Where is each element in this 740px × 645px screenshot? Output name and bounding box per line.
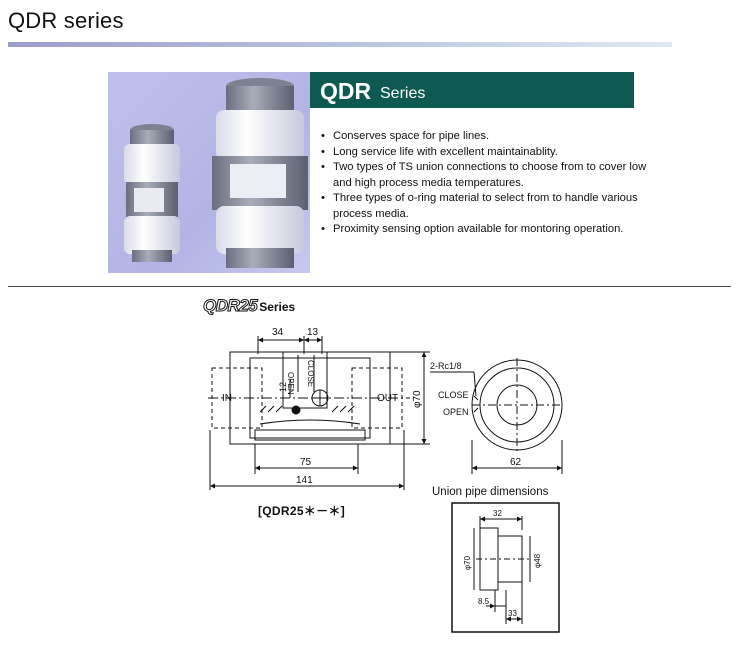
dim-34: 34 (272, 327, 284, 338)
side-close-label: CLOSE (438, 390, 469, 400)
feature-item: Two types of TS union connections to cho… (321, 160, 663, 191)
union-dim-33: 33 (508, 609, 517, 618)
banner-model: QDR (320, 78, 372, 104)
handle-block (282, 351, 328, 409)
label-close: CLOSE (306, 360, 315, 387)
union-drawing-frame (451, 502, 560, 633)
side-open-label: OPEN (443, 407, 469, 417)
dim-phi70: φ70 (412, 390, 423, 408)
feature-item: Proximity sensing option available for m… (321, 222, 663, 238)
banner-series: Series (380, 85, 426, 102)
label-out: OUT (377, 393, 398, 404)
union-outline-left (211, 367, 263, 429)
union-title: Union pipe dimensions (432, 486, 549, 498)
product-photo (108, 72, 310, 273)
union-dim-8-5: 8.5 (478, 597, 490, 606)
feature-item: Long service life with excellent maintai… (321, 145, 663, 161)
dim-141: 141 (296, 475, 313, 486)
title-divider (8, 42, 672, 47)
feature-list: Conserves space for pipe lines. Long ser… (318, 129, 663, 238)
dim-62: 62 (510, 457, 522, 468)
product-photo-illustration (124, 78, 308, 268)
dim-75: 75 (300, 457, 312, 468)
drawing-series-label: Series (259, 300, 296, 314)
dim-13: 13 (307, 327, 319, 338)
union-dim-phi70: φ70 (463, 555, 472, 570)
model-code: [QDR25＊－＊] (258, 504, 346, 518)
series-banner: QDR Series (310, 72, 634, 108)
feature-item: Conserves space for pipe lines. (321, 129, 663, 145)
dim-12: 12 (278, 382, 288, 392)
drawing-model-logo: QDR25 (202, 296, 258, 316)
label-open: OPEN (286, 372, 295, 395)
label-in: IN (222, 393, 232, 404)
feature-item: Three types of o-ring material to select… (321, 191, 663, 222)
section-divider (8, 286, 731, 287)
union-dim-32: 32 (493, 509, 502, 518)
union-dim-phi48: φ48 (533, 553, 542, 568)
page-title: QDR series (8, 8, 124, 33)
dim-port: 2-Rc1/8 (430, 361, 462, 371)
